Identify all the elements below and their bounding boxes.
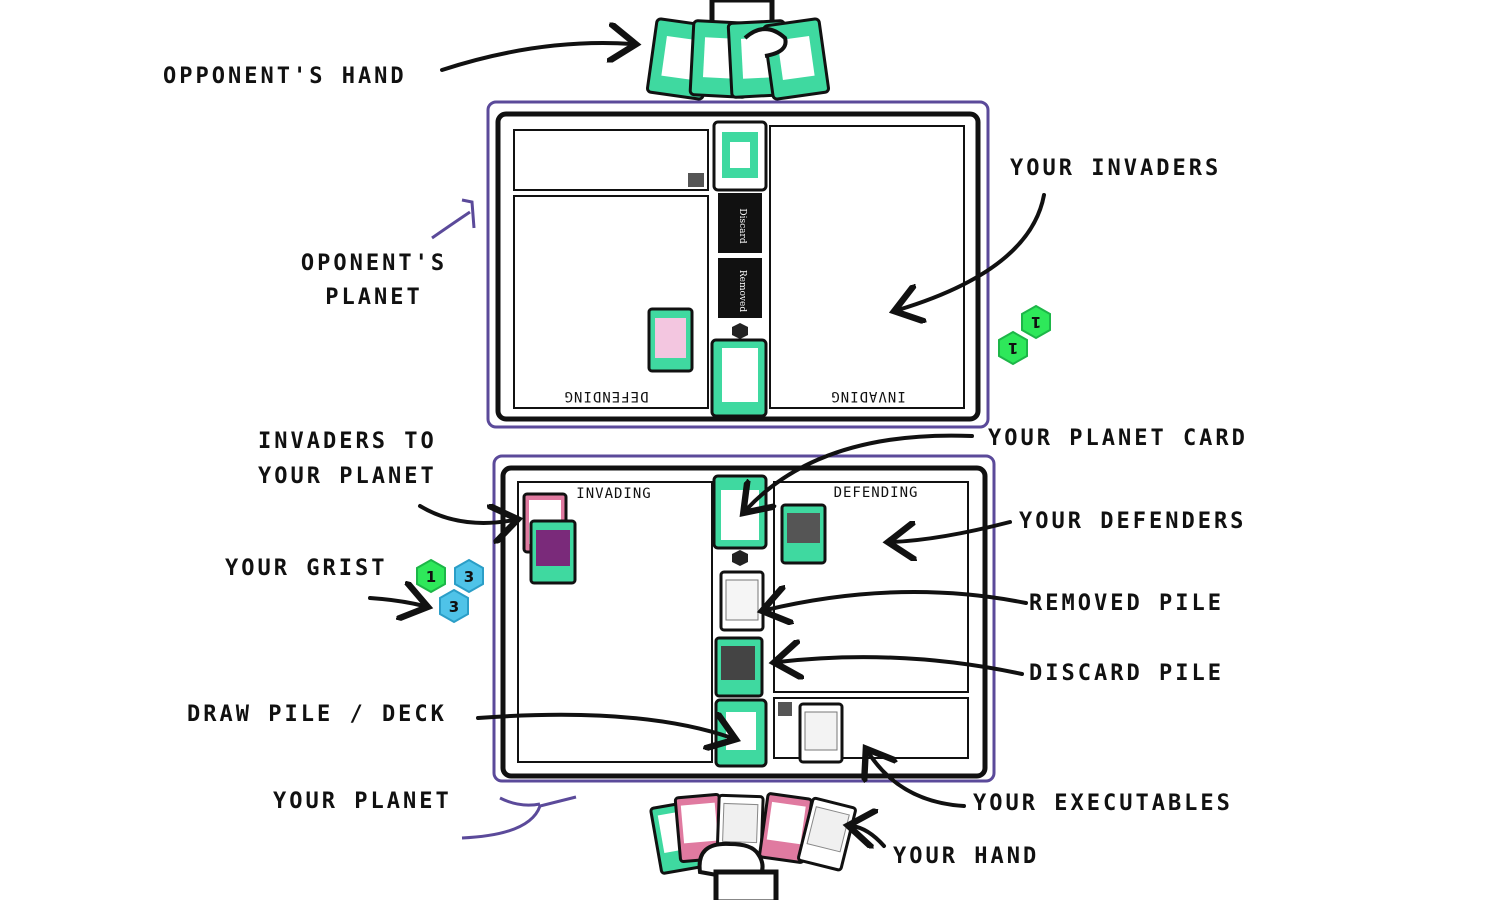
svg-text:1: 1 bbox=[426, 568, 436, 586]
svg-text:1: 1 bbox=[1008, 339, 1018, 357]
label-your-hand: YOUR HAND bbox=[893, 844, 1040, 869]
your-hand-card bbox=[758, 792, 813, 864]
opponent-removed-label: Removed bbox=[737, 270, 747, 312]
your-planet-bracket bbox=[461, 795, 577, 840]
label-discard-pile: DISCARD PILE bbox=[1029, 661, 1224, 686]
label-your-executables: YOUR EXECUTABLES bbox=[973, 791, 1233, 816]
label-invaders-to-your-planet-line1: INVADERS TO bbox=[258, 429, 437, 454]
opponent-hand-fingers bbox=[743, 27, 788, 58]
label-your-grist: YOUR GRIST bbox=[225, 556, 388, 581]
robot-icon bbox=[688, 173, 704, 187]
robot-icon bbox=[778, 702, 792, 716]
svg-text:1: 1 bbox=[1031, 313, 1041, 331]
label-draw-pile-deck: DRAW PILE / DECK bbox=[187, 702, 447, 727]
player-defending-label: DEFENDING bbox=[834, 485, 919, 501]
opponent-defending-label: DEFENDING bbox=[564, 388, 649, 404]
your-arm bbox=[713, 869, 779, 900]
arrow-invaders-to-your-planet bbox=[418, 506, 514, 523]
label-your-planet: YOUR PLANET bbox=[273, 789, 452, 814]
opponent-hand bbox=[646, 0, 830, 101]
label-your-defenders: YOUR DEFENDERS bbox=[1019, 509, 1247, 534]
your-hand-card bbox=[797, 796, 857, 872]
arrow-your-planet-card bbox=[746, 433, 974, 510]
opponent-planet-bracket bbox=[431, 198, 476, 240]
your-hand bbox=[649, 792, 857, 900]
label-oponents-planet-line2: PLANET bbox=[325, 285, 423, 310]
label-opponents-hand: OPPONENT'S HAND bbox=[163, 64, 407, 89]
label-oponents-planet-line1: OPONENT'S bbox=[300, 251, 448, 276]
arrow-your-executables bbox=[868, 752, 966, 808]
arrow-opponents-hand bbox=[440, 43, 632, 72]
opponent-invading-label: INVADING bbox=[830, 388, 905, 404]
player-grist: 1 3 3 bbox=[416, 558, 484, 624]
label-invaders-to-your-planet-line2: YOUR PLANET bbox=[258, 464, 437, 489]
svg-text:3: 3 bbox=[449, 598, 459, 616]
arrow-your-hand bbox=[852, 826, 886, 846]
opponent-invading-zone bbox=[769, 125, 965, 409]
opponent-defending-zone bbox=[513, 195, 709, 409]
player-invading-zone bbox=[517, 481, 713, 763]
arrow-your-defenders bbox=[892, 520, 1012, 542]
arrow-draw-pile-deck bbox=[476, 715, 732, 738]
player-invading-label: INVADING bbox=[576, 486, 651, 502]
opponent-removed-pile bbox=[718, 258, 762, 318]
opponent-discard-pile bbox=[718, 193, 762, 253]
player-grist-token bbox=[732, 550, 748, 566]
arrow-removed-pile bbox=[766, 592, 1028, 610]
opponent-planet-board bbox=[486, 100, 990, 429]
arrow-discard-pile bbox=[778, 657, 1024, 674]
opponent-discard-label: Discard bbox=[737, 208, 747, 243]
arrow-your-invaders bbox=[898, 193, 1046, 310]
label-your-invaders: YOUR INVADERS bbox=[1010, 156, 1222, 181]
svg-text:3: 3 bbox=[464, 568, 474, 586]
opponent-grist-token bbox=[732, 323, 748, 339]
opponent-grist: 1 1 bbox=[998, 304, 1051, 366]
label-your-planet-card: YOUR PLANET CARD bbox=[988, 426, 1248, 451]
opponent-executables-zone bbox=[513, 129, 709, 191]
arrow-your-grist bbox=[368, 598, 424, 606]
player-planet-board bbox=[492, 454, 996, 783]
label-removed-pile: REMOVED PILE bbox=[1029, 591, 1224, 616]
